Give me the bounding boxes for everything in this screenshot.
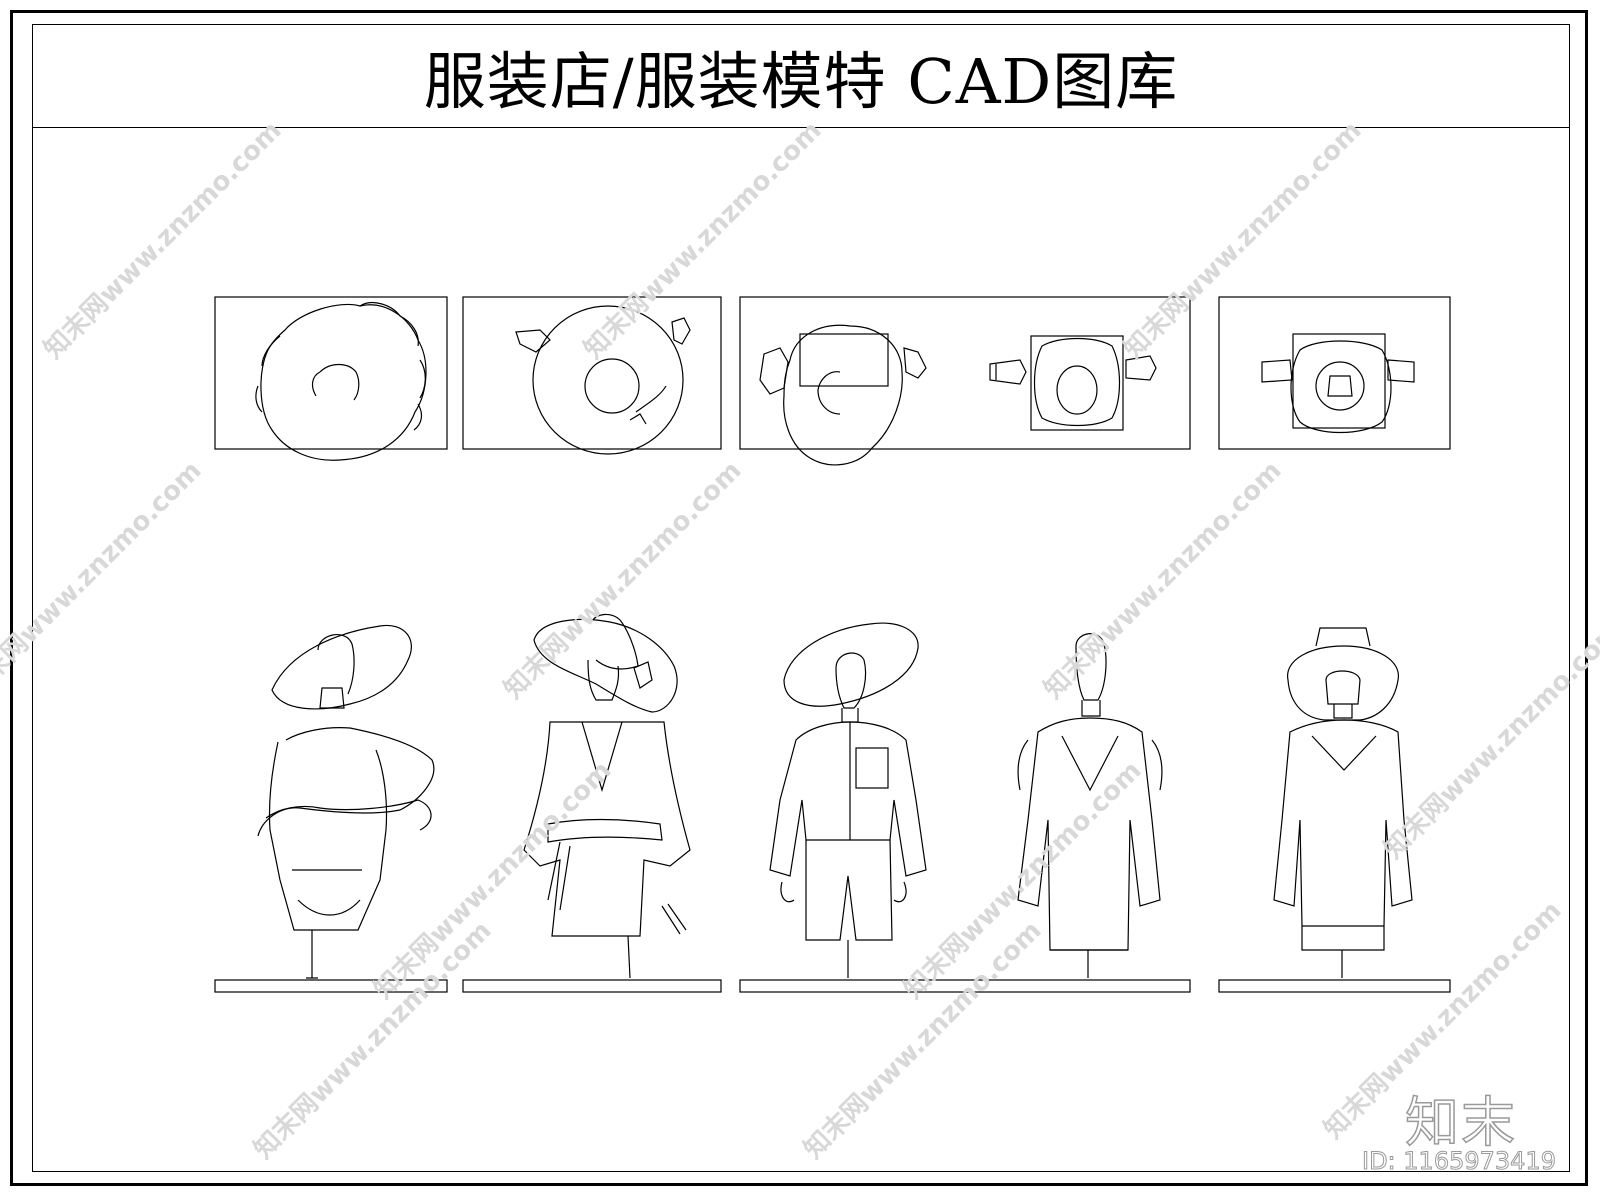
kimono-sash (547, 818, 663, 843)
bucket-crown-plan (1315, 361, 1365, 411)
crown-circle (584, 358, 640, 414)
bucket-hat-crown (1315, 627, 1371, 647)
sash-tails (547, 841, 571, 911)
hat-brim-3 (783, 622, 919, 707)
mannequin-off-shoulder-ruffle (257, 624, 435, 979)
ruffle-hat-brim (260, 303, 427, 461)
shorts-outline (805, 839, 893, 941)
left-arm-horizontal (989, 359, 1027, 385)
bucket-hat-brim (1287, 645, 1399, 721)
hat-ribbon (629, 385, 667, 425)
page-title: 服装店/服装模特 CAD图库 (423, 44, 1179, 118)
ruffle-edge-left (255, 335, 281, 413)
plan-view-3 (739, 296, 1191, 466)
plan-frame-2 (462, 296, 722, 450)
plan-frame-3 (739, 296, 1191, 450)
shirt-outline (769, 721, 927, 877)
shoulder-rect (799, 333, 889, 387)
ruffle-edge (359, 302, 426, 431)
torso-rect-plan (1030, 335, 1124, 431)
plan-frame-1 (214, 296, 448, 450)
base-plate-3 (739, 979, 1191, 993)
image-id-label: ID: 1165973419 (1362, 1147, 1557, 1176)
mannequin-slip-dress (1017, 633, 1163, 978)
left-sleeve-tip (515, 329, 551, 353)
bucket-right-arm (1387, 359, 1415, 383)
title-block: 服装店/服装模特 CAD图库 (32, 24, 1570, 128)
arms-4 (1017, 739, 1163, 791)
right-arm-plan (903, 347, 927, 379)
head-4 (1075, 633, 1107, 701)
cami-body (1273, 719, 1413, 927)
bodysuit-lines (292, 869, 362, 916)
plan-view-4 (1218, 296, 1451, 450)
shirt-pocket (855, 747, 889, 789)
base-plate-4 (1218, 979, 1451, 993)
stand-pole (306, 930, 318, 979)
right-arm-horizontal (1125, 355, 1157, 381)
mannequin-kimono-wrap (523, 613, 691, 979)
neck-5 (1333, 704, 1353, 719)
drawing-border-inner (32, 24, 1570, 1172)
kimono-outline (523, 721, 691, 937)
head (317, 634, 355, 695)
plan-view-2 (462, 296, 722, 455)
cami-neckline (1311, 735, 1377, 771)
left-arm-plan (759, 347, 789, 395)
bucket-hat-brim-plan (1290, 340, 1392, 434)
torso-outline-plan (1033, 337, 1121, 427)
ruffle-layer (265, 799, 432, 831)
ruffle-top (257, 727, 435, 837)
neck-4 (1081, 700, 1101, 717)
base-plate-2 (462, 979, 722, 993)
bucket-left-arm (1261, 359, 1293, 383)
plan-view-1 (214, 296, 448, 461)
hat-bow (633, 661, 653, 689)
crown-outline (311, 363, 360, 401)
brand-logo: 知末 (1404, 1090, 1517, 1155)
base-plate-1 (214, 979, 448, 993)
right-hand (671, 317, 691, 345)
crown-curve (817, 371, 841, 415)
kimono-v-neck (581, 721, 623, 793)
neck (319, 687, 345, 709)
mannequin-shirt-shorts (769, 622, 927, 978)
head-plan (1056, 365, 1098, 415)
torso-outline (268, 741, 388, 931)
hands-3 (780, 881, 907, 903)
wide-brim-outline (532, 305, 684, 455)
hand-fingers (661, 903, 687, 935)
head-5 (1325, 670, 1361, 705)
drawing-border-outer (10, 10, 1588, 1186)
bucket-crown-top (1327, 375, 1353, 397)
neck-3 (841, 708, 859, 723)
bucket-torso-rect (1292, 333, 1386, 429)
stand-pole-2 (627, 935, 631, 979)
head-side (587, 659, 620, 701)
hat-crown-side (589, 613, 639, 670)
dress-neckline (1061, 735, 1119, 792)
hat-brim-plan (783, 324, 903, 466)
hat-brim (271, 624, 412, 710)
wide-brim-hat-side (533, 618, 678, 713)
head-3 (835, 652, 867, 709)
shorts-5 (1301, 926, 1385, 951)
mannequin-bucket-hat-cami (1273, 627, 1413, 978)
plan-frame-4 (1218, 296, 1451, 450)
